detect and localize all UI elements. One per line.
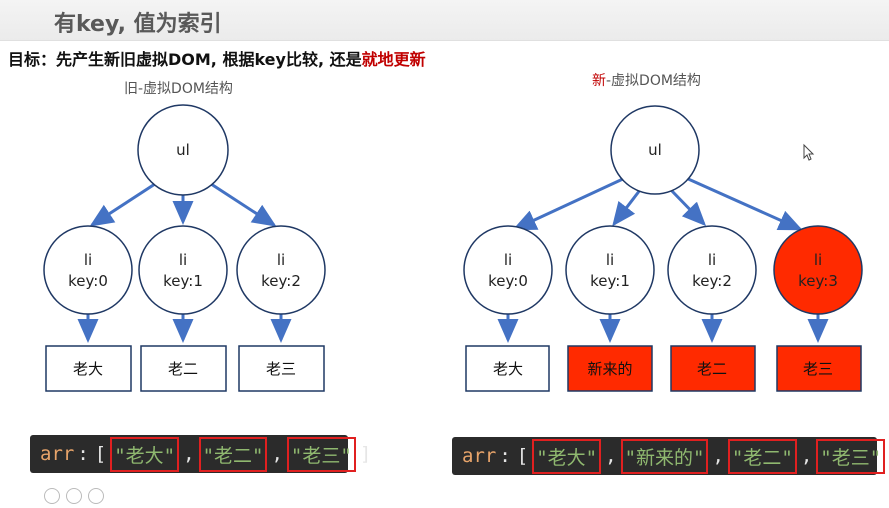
new-edge-root-li0 (512, 176, 626, 231)
goal-statement: 目标：先产生新旧虚拟DOM, 根据key比较, 还是就地更新 (8, 46, 426, 70)
new-li-key-1: key:1 (590, 272, 630, 290)
new-li-node-1 (565, 225, 655, 315)
new-edge-root-li2 (669, 188, 707, 227)
old-edge-root-li2 (207, 180, 277, 227)
new-li-node-0 (463, 225, 553, 315)
new-array-comma: , (605, 445, 617, 467)
new-tree-caption-text: -虚拟DOM结构 (606, 73, 701, 89)
new-array-comma: , (712, 445, 724, 467)
old-li-node-0 (43, 225, 133, 315)
next-slide-icon[interactable] (66, 488, 82, 504)
old-li-tag-0: li (84, 251, 92, 269)
new-value-box-2 (670, 345, 756, 392)
old-root-node (137, 104, 229, 196)
old-li-tag-2: li (277, 251, 285, 269)
new-root-label: ul (648, 141, 662, 159)
new-value-box-3 (776, 345, 862, 392)
new-tree-caption: 新-虚拟DOM结构 (592, 70, 701, 90)
old-tree: ul li key:0 li key:1 li key:2 老大 老二 老三 (43, 104, 326, 392)
old-value-text-2: 老三 (266, 360, 296, 378)
old-array-comma: , (183, 443, 195, 465)
new-value-text-0: 老大 (493, 360, 523, 378)
new-array-item-0: "老大" (532, 438, 602, 474)
new-array-code: arr:["老大","新来的","老二","老三"] (452, 437, 886, 475)
new-array-item-2: "老二" (727, 438, 797, 474)
mouse-cursor-icon (803, 143, 815, 161)
new-array-item-1: "新来的" (620, 438, 709, 474)
old-tree-caption-text: 旧-虚拟DOM结构 (124, 81, 233, 97)
new-li-tag-0: li (504, 251, 512, 269)
dom-tree-diagram: ul li key:0 li key:1 li key:2 老大 老二 老三 u… (43, 104, 863, 392)
new-li-tag-1: li (606, 251, 614, 269)
new-li-tag-2: li (708, 251, 716, 269)
new-root-node (610, 105, 700, 195)
old-li-key-1: key:1 (163, 272, 203, 290)
old-tree-caption: 旧-虚拟DOM结构 (124, 78, 233, 98)
new-edge-root-li3 (685, 176, 803, 231)
new-tree-caption-highlight: 新 (592, 73, 606, 89)
new-value-text-2: 老二 (697, 360, 727, 378)
old-li-key-2: key:2 (261, 272, 301, 290)
new-li-key-2: key:2 (692, 272, 732, 290)
goal-text: 目标：先产生新旧虚拟DOM, 根据key比较, 还是 (8, 50, 362, 69)
new-tree: ul li key:0 li key:1 li key:2 li key:3 老… (463, 105, 863, 392)
slide-title: 有key, 值为索引 (54, 12, 222, 37)
new-li-key-0: key:0 (488, 272, 528, 290)
new-value-box-1 (567, 345, 653, 392)
new-value-text-3: 老三 (803, 360, 833, 378)
slide-header: 有key, 值为索引 (0, 0, 889, 41)
old-value-text-0: 老大 (73, 360, 103, 378)
old-value-text-1: 老二 (168, 360, 198, 378)
new-value-text-1: 新来的 (587, 360, 632, 378)
prev-slide-icon[interactable] (44, 488, 60, 504)
old-array-item-2: "老三" (286, 436, 356, 472)
old-array-code: arr:["老大","老二","老三"] (30, 435, 371, 473)
old-li-key-0: key:0 (68, 272, 108, 290)
old-li-node-2 (236, 225, 326, 315)
old-array-close-bracket: ] (359, 443, 372, 465)
new-array-colon: : (499, 445, 511, 467)
new-array-var: arr (462, 445, 497, 467)
new-li-node-2 (667, 225, 757, 315)
goal-highlight: 就地更新 (361, 50, 426, 69)
new-li-key-3: key:3 (798, 272, 838, 290)
new-array-comma: , (800, 445, 813, 467)
zoom-icon[interactable] (88, 488, 104, 504)
old-value-box-1 (140, 345, 227, 392)
old-li-node-1 (138, 225, 228, 315)
old-root-label: ul (176, 141, 190, 159)
old-li-tag-1: li (179, 251, 187, 269)
new-array-open-bracket: [ (516, 445, 529, 467)
old-value-box-0 (45, 345, 132, 392)
old-array-comma: , (271, 443, 283, 465)
new-edge-root-li1 (612, 189, 642, 227)
old-array-var: arr (40, 443, 75, 465)
old-array-colon: : (77, 443, 89, 465)
new-array-item-3: "老三" (816, 438, 886, 474)
old-value-box-2 (238, 345, 325, 392)
new-li-node-3 (773, 225, 863, 315)
old-array-item-1: "老二" (198, 436, 268, 472)
new-li-tag-3: li (814, 251, 822, 269)
new-value-box-0 (465, 345, 550, 392)
slide-controls (44, 488, 124, 504)
old-array-item-0: "老大" (110, 436, 180, 472)
old-edge-root-li0 (89, 180, 159, 227)
old-array-open-bracket: [ (94, 443, 107, 465)
